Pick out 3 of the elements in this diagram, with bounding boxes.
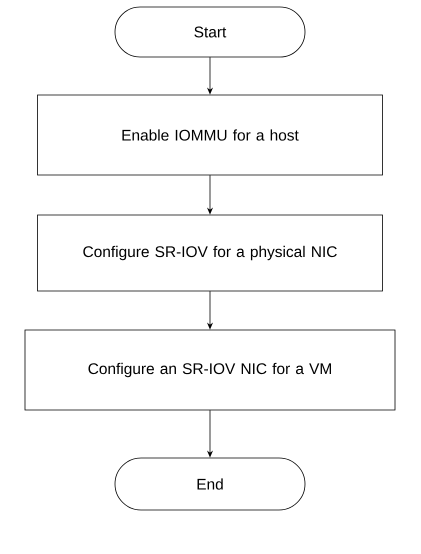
process-box: Configure SR-IOV for a physical NIC (37, 214, 383, 292)
process-box: Enable IOMMU for a host (37, 94, 383, 176)
process-box: Configure an SR-IOV NIC for a VM (24, 330, 396, 410)
